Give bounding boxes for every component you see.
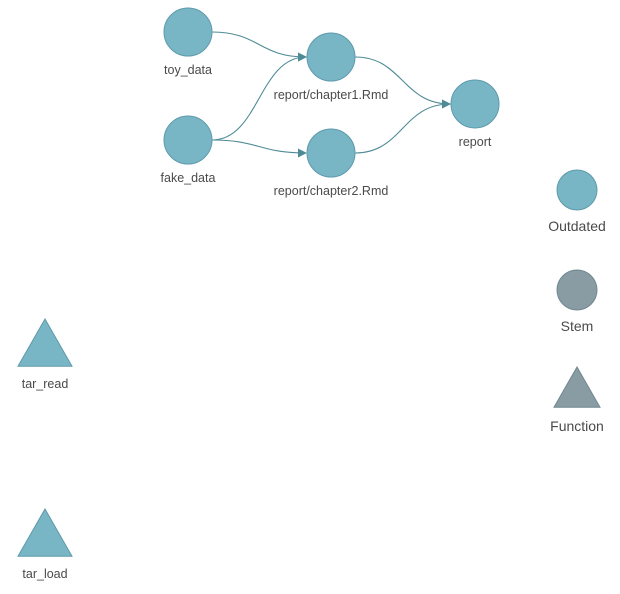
legend-function-label: Function (550, 418, 604, 434)
legend-outdated-label: Outdated (548, 218, 606, 234)
legend-outdated-circle (556, 169, 598, 211)
legend-item-outdated: Outdated (548, 169, 606, 234)
edge-chapter1-to-report (354, 56, 451, 109)
legend-item-function: Function (550, 365, 604, 434)
node-toy-data-circle[interactable] (163, 7, 213, 57)
edges-layer (211, 31, 451, 158)
legend-item-stem: Stem (556, 269, 598, 334)
node-fake-data-circle[interactable] (163, 115, 213, 165)
edge-fake-data-to-chapter2 (211, 139, 307, 158)
node-toy-data-label: toy_data (164, 63, 212, 77)
node-toy-data[interactable]: toy_data (163, 7, 213, 77)
node-chapter2[interactable]: report/chapter2.Rmd (274, 128, 389, 198)
node-chapter2-label: report/chapter2.Rmd (274, 184, 389, 198)
node-tar-read-label: tar_read (22, 377, 69, 391)
node-chapter2-circle[interactable] (306, 128, 356, 178)
edge-toy-data-to-chapter1 (211, 31, 307, 62)
node-tar-read[interactable]: tar_read (17, 317, 73, 391)
edge-fake-data-to-chapter1 (211, 52, 307, 141)
node-report-circle[interactable] (450, 79, 500, 129)
node-chapter1[interactable]: report/chapter1.Rmd (274, 32, 389, 102)
legend-stem-label: Stem (561, 318, 594, 334)
node-fake-data[interactable]: fake_data (161, 115, 216, 185)
node-chapter1-circle[interactable] (306, 32, 356, 82)
node-tar-read-triangle[interactable] (17, 317, 73, 367)
legend-stem-circle (556, 269, 598, 311)
nodes-layer: toy_data fake_data report/chapter1.Rmd repo… (17, 7, 500, 581)
edge-chapter2-to-report (354, 99, 451, 154)
node-tar-load-triangle[interactable] (17, 507, 73, 557)
node-tar-load-label: tar_load (22, 567, 67, 581)
node-chapter1-label: report/chapter1.Rmd (274, 88, 389, 102)
node-report-label: report (459, 135, 492, 149)
node-fake-data-label: fake_data (161, 171, 216, 185)
node-tar-load[interactable]: tar_load (17, 507, 73, 581)
legend-function-triangle (553, 365, 601, 408)
node-report[interactable]: report (450, 79, 500, 149)
